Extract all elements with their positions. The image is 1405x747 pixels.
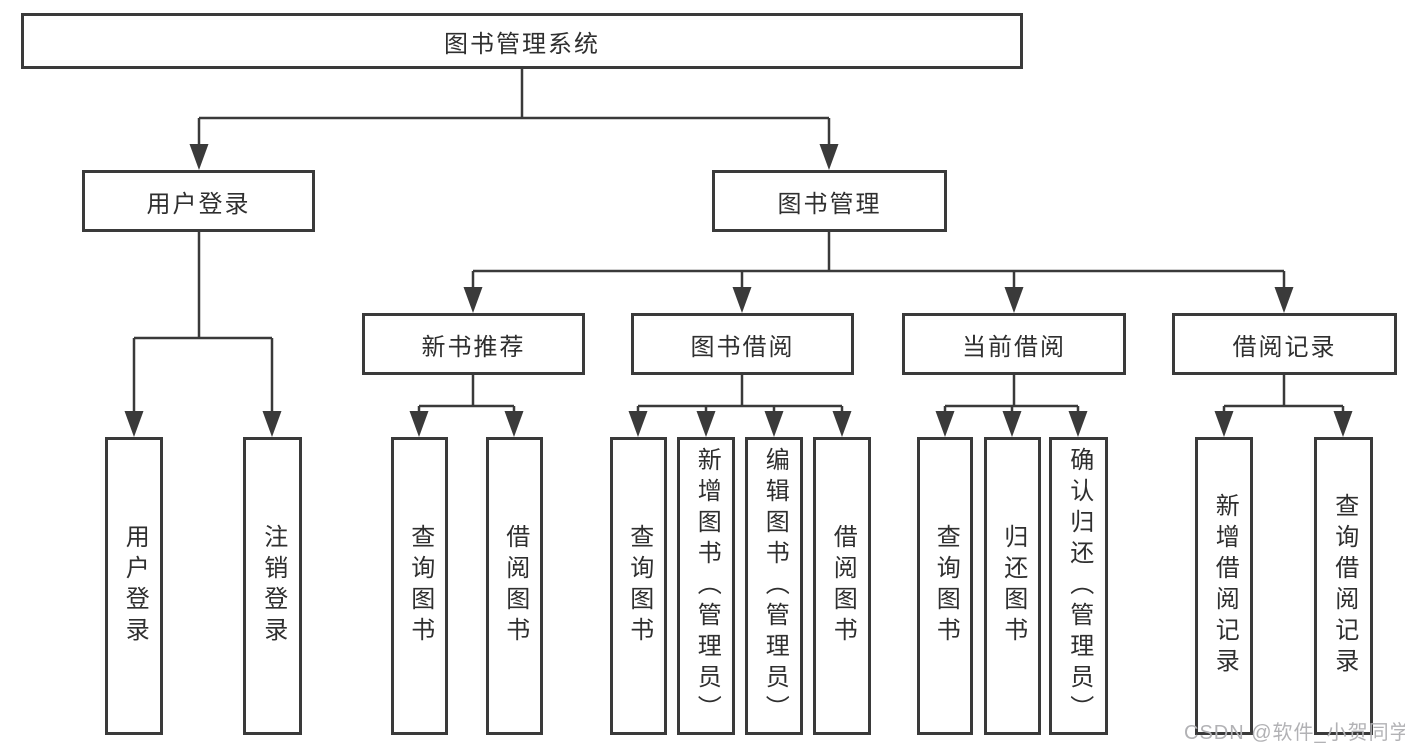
- node-current-borrow: 当前借阅: [902, 313, 1126, 375]
- leaf-logout: 注销登录: [243, 437, 302, 735]
- leaf-return-books: 归还图书: [984, 437, 1041, 735]
- leaf-edit-book-admin: 编辑图书（管理员）: [745, 437, 803, 735]
- node-book-borrow: 图书借阅: [631, 313, 854, 375]
- leaf-query-books-borrow-label: 查询图书: [625, 524, 653, 648]
- node-book-borrow-label: 图书借阅: [690, 333, 795, 361]
- leaf-query-books-current-label: 查询图书: [932, 524, 960, 648]
- node-borrow-records-label: 借阅记录: [1232, 333, 1337, 361]
- leaf-user-login: 用户登录: [105, 437, 163, 735]
- leaf-query-books-borrow: 查询图书: [610, 437, 667, 735]
- node-new-book-recommend: 新书推荐: [362, 313, 585, 375]
- leaf-edit-book-admin-label: 编辑图书（管理员）: [761, 446, 789, 726]
- leaf-query-books-recommend: 查询图书: [391, 437, 448, 735]
- node-root: 图书管理系统: [21, 13, 1023, 69]
- leaf-return-books-label: 归还图书: [999, 524, 1027, 648]
- node-current-borrow-label: 当前借阅: [962, 333, 1066, 361]
- leaf-borrow-books: 借阅图书: [813, 437, 871, 735]
- leaf-add-book-admin: 新增图书（管理员）: [677, 437, 735, 735]
- leaf-borrow-books-label: 借阅图书: [829, 524, 857, 648]
- leaf-query-borrow-record: 查询借阅记录: [1314, 437, 1373, 735]
- node-new-book-recommend-label: 新书推荐: [421, 333, 526, 361]
- node-borrow-records: 借阅记录: [1172, 313, 1397, 375]
- csdn-watermark: CSDN @软件_小贺同学: [1184, 722, 1405, 744]
- leaf-logout-label: 注销登录: [259, 524, 287, 648]
- leaf-query-books-current: 查询图书: [917, 437, 973, 735]
- leaf-user-login-label: 用户登录: [121, 524, 149, 648]
- leaf-borrow-books-recommend-label: 借阅图书: [501, 524, 529, 648]
- leaf-add-borrow-record-label: 新增借阅记录: [1211, 493, 1239, 679]
- leaf-query-borrow-record-label: 查询借阅记录: [1330, 493, 1358, 679]
- leaf-query-books-recommend-label: 查询图书: [406, 524, 434, 648]
- leaf-add-borrow-record: 新增借阅记录: [1195, 437, 1253, 735]
- node-user-login: 用户登录: [82, 170, 315, 232]
- leaf-confirm-return-admin: 确认归还（管理员）: [1049, 437, 1108, 735]
- node-root-label: 图书管理系统: [444, 30, 600, 58]
- leaf-add-book-admin-label: 新增图书（管理员）: [693, 446, 721, 726]
- node-book-management: 图书管理: [712, 170, 947, 232]
- leaf-confirm-return-admin-label: 确认归还（管理员）: [1065, 446, 1093, 726]
- node-user-login-label: 用户登录: [146, 190, 251, 218]
- node-book-management-label: 图书管理: [777, 190, 882, 218]
- leaf-borrow-books-recommend: 借阅图书: [486, 437, 543, 735]
